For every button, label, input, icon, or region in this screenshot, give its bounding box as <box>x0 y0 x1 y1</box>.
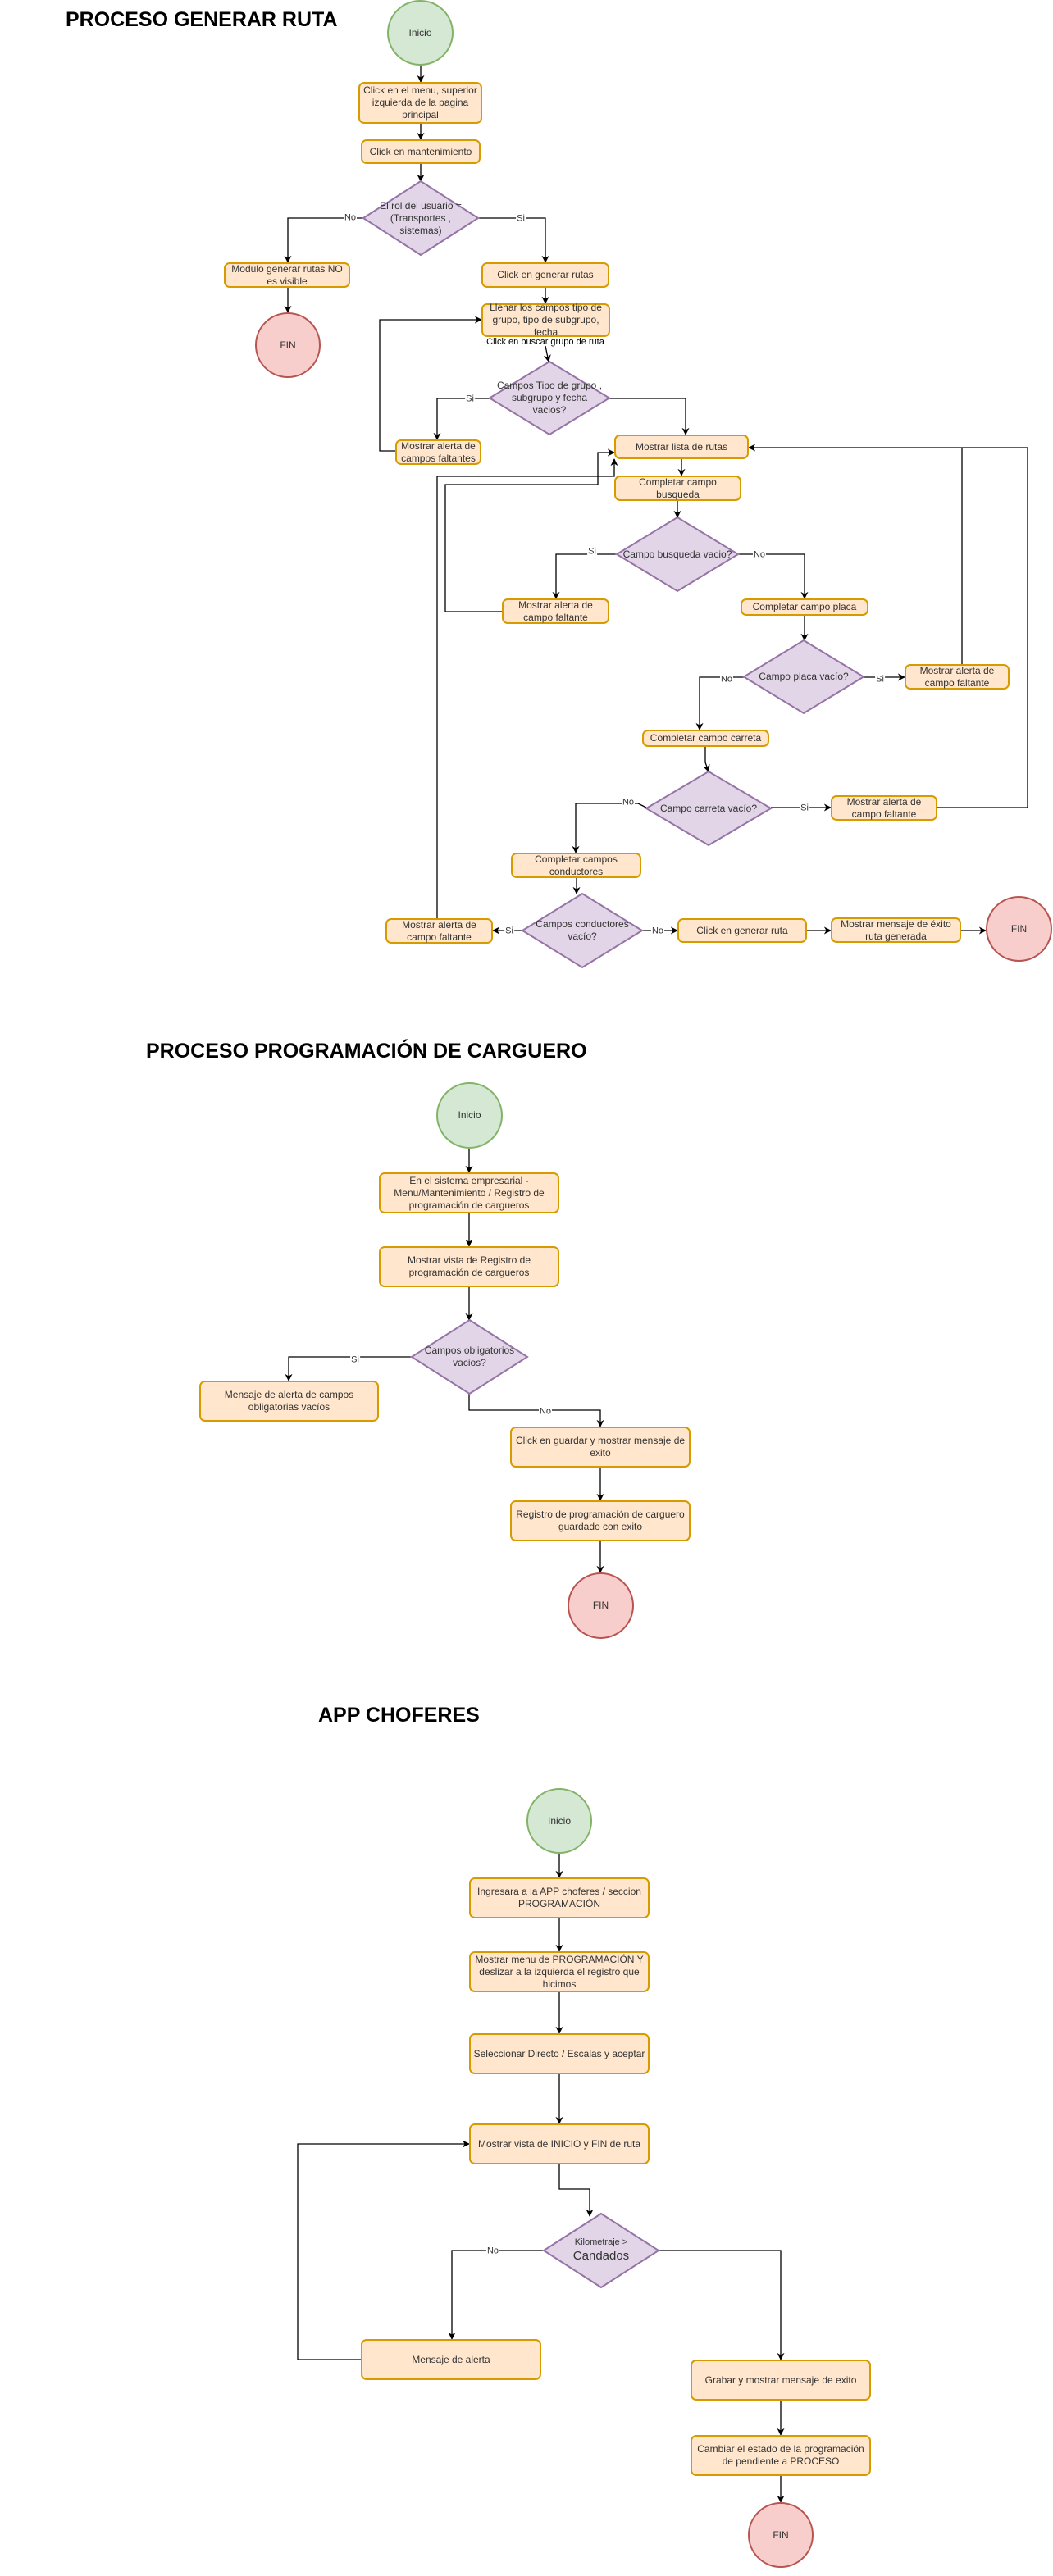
edge-alertacarreta-loop <box>748 444 1028 808</box>
s0-alerta-faltantes-process: Mostrar alerta de campos faltantes <box>395 439 481 465</box>
edge-campos-si <box>433 398 490 440</box>
edge-s2-si <box>659 2250 785 2360</box>
edge-alertabusq-loop <box>444 448 615 612</box>
s1-registro-process: Registro de programación de carguero gua… <box>510 1500 691 1541</box>
decision-label-line2: Candados <box>572 2248 630 2263</box>
edge-label-carreta-no: No <box>621 797 636 808</box>
s1-inicio-start: Inicio <box>436 1082 503 1149</box>
edge-label-no: No <box>485 2246 500 2256</box>
s2-grabar-process: Grabar y mostrar mensaje de exito <box>691 2360 871 2401</box>
edge-placa-no <box>695 676 744 730</box>
s0-busqueda-vacio-decision-shape <box>615 516 740 593</box>
edge-label-cond-no: No <box>650 926 665 936</box>
s0-conductores-vacio-decision: Campos conductores vacío? <box>536 918 629 942</box>
s0-gen-ruta-process: Click en generar ruta <box>677 918 807 943</box>
s0-fin1-end: FIN <box>255 312 321 378</box>
s0-mant-process: Click en mantenimiento <box>361 139 481 164</box>
s2-ingresar-process: Ingresara a la APP choferes / seccion PR… <box>469 1877 650 1918</box>
s0-placa-vacio-decision-shape <box>742 639 865 715</box>
s2-menu-prog-process: Mostrar menu de PROGRAMACIÓN Y deslizar … <box>469 1951 650 1992</box>
edge-alertacond-loop <box>436 458 618 918</box>
s2-fin-end: FIN <box>748 2502 814 2568</box>
s0-rol-decision-shape <box>362 180 480 257</box>
edge-label-campos-si: Si <box>465 394 475 404</box>
s0-busqueda-process: Completar campo busqueda <box>614 476 741 501</box>
edge-label-busq-no: No <box>752 549 767 560</box>
section-title-programacion-carguero: PROCESO PROGRAMACIÓN DE CARGUERO <box>146 1040 587 1063</box>
s2-alerta-process: Mensaje de alerta <box>361 2339 541 2380</box>
edge-campos-no <box>609 398 690 435</box>
s0-alerta-carreta-process: Mostrar alerta de campo faltante <box>831 795 937 821</box>
s1-obligatorios-decision-shape <box>410 1318 529 1395</box>
edge-faltantes-loop <box>379 316 482 452</box>
s1-alerta-process: Mensaje de alerta de campos obligatorias… <box>199 1381 379 1422</box>
section-title-generar-ruta: PROCESO GENERAR RUTA <box>66 8 338 31</box>
s1-fin-end: FIN <box>568 1572 634 1639</box>
edge-label-placa-si: Si <box>875 674 885 685</box>
s0-menu-process: Click en el menu, superior izquierda de … <box>358 82 482 124</box>
edge-busq-si <box>552 553 617 599</box>
edge-label-placa-no: No <box>719 674 734 685</box>
annotation-buscar-grupo: Click en buscar grupo de ruta <box>486 337 604 347</box>
s1-sistema-process: En el sistema empresarial - Menu/Manteni… <box>379 1172 559 1213</box>
s2-kilometraje-decision-shape <box>542 2212 660 2289</box>
s0-busqueda-vacio-decision: Campo busqueda vacio? <box>622 548 732 560</box>
s2-cambiar-process: Cambiar el estado de la programación de … <box>691 2435 871 2476</box>
s0-inicio-start: Inicio <box>387 0 454 66</box>
s0-placa-process: Completar campo placa <box>741 598 868 616</box>
section-title-app-choferes: APP CHOFERES <box>318 1704 480 1727</box>
s0-carreta-vacio-decision-shape <box>645 770 773 847</box>
s0-no-visible-process: Modulo generar rutas NO es visible <box>224 262 350 288</box>
s2-inicio-start: Inicio <box>526 1788 592 1854</box>
edge-llenar-decision <box>543 345 551 362</box>
s1-guardar-process: Click en guardar y mostrar mensaje de ex… <box>510 1427 691 1468</box>
s2-kilometraje-decision: Kilometraje >Candados <box>544 2214 659 2287</box>
s0-campos-vacios-decision: Campos Tipo de grupo , subgrupo y fecha … <box>496 380 603 416</box>
s0-conductores-process: Completar campos conductores <box>511 853 641 878</box>
s0-carreta-vacio-decision: Campo carreta vacío? <box>659 802 758 814</box>
s0-conductores-vacio-decision-shape <box>521 892 644 969</box>
edge-s2-alerta-loop <box>297 2140 470 2360</box>
s0-alerta-placa-process: Mostrar alerta de campo faltante <box>905 664 1010 690</box>
s0-alerta-conductores-process: Mostrar alerta de campo faltante <box>385 918 493 944</box>
edge-s1-no <box>468 1394 604 1427</box>
s2-vista-ruta-process: Mostrar vista de INICIO y FIN de ruta <box>469 2123 650 2164</box>
s0-carreta-process: Completar campo carreta <box>642 730 769 747</box>
edge-rol-si <box>478 217 549 263</box>
s0-rol-decision: El rol del usuario = (Transportes , sist… <box>380 199 462 236</box>
edge-label-si: Si <box>350 1354 360 1365</box>
s0-placa-vacio-decision: Campo placa vacío? <box>759 671 849 682</box>
decision-label-line1: Kilometraje > <box>574 2237 628 2247</box>
s0-lista-rutas-process: Mostrar lista de rutas <box>614 435 749 459</box>
s2-seleccionar-process: Seleccionar Directo / Escalas y aceptar <box>469 2033 650 2074</box>
edge-s2-no <box>448 2250 544 2340</box>
edge-s2-vista-decision <box>558 2164 594 2217</box>
s1-obligatorios-decision: Campos obligatorios vacios? <box>424 1345 515 1368</box>
s0-llenar-process: Llenar los campos tipo de grupo, tipo de… <box>481 302 610 338</box>
edge-busq-no <box>738 553 809 599</box>
edge-carreta-no <box>572 803 647 853</box>
edge-label-rol-si: Si <box>516 213 526 224</box>
edge-label-cond-si: Si <box>504 926 514 936</box>
edge-label-rol-no: No <box>343 212 358 223</box>
edge-label-no: No <box>538 1406 553 1417</box>
edge-rol-no <box>284 217 363 263</box>
s0-gen-rutas-process: Click en generar rutas <box>481 262 609 288</box>
edge-s1-si <box>285 1356 412 1381</box>
edge-carreta-decision <box>702 747 710 772</box>
s0-campos-vacios-decision-shape <box>488 360 611 436</box>
edge-label-busq-si: Si <box>587 546 597 557</box>
s1-vista-process: Mostrar vista de Registro de programació… <box>379 1246 559 1287</box>
edge-label-carreta-si: Si <box>800 803 809 813</box>
s0-fin2-end: FIN <box>986 896 1052 962</box>
s0-alerta-busqueda-process: Mostrar alerta de campo faltante <box>502 598 609 624</box>
s0-exito-process: Mostrar mensaje de éxito ruta generada <box>831 917 961 943</box>
